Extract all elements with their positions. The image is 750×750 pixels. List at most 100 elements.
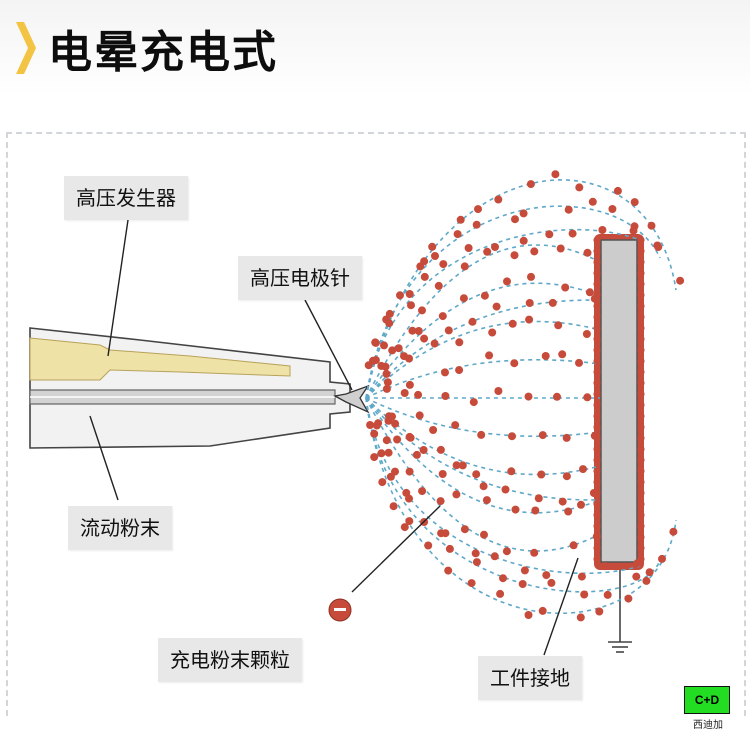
powder-particle (669, 527, 678, 536)
coating-particle (593, 280, 601, 288)
powder-particle (471, 549, 480, 558)
powder-particle (452, 461, 461, 470)
powder-particle (371, 338, 380, 347)
powder-particle (405, 290, 414, 298)
powder-particle (548, 298, 557, 307)
field-line (365, 320, 601, 399)
coating-particle (637, 269, 645, 277)
powder-particle (405, 380, 414, 389)
label-high-voltage-generator: 高压发生器 (64, 176, 188, 220)
powder-particle (580, 590, 589, 599)
field-line (365, 299, 599, 399)
powder-particle (383, 378, 392, 387)
coating-particle (593, 390, 601, 398)
powder-particle (385, 412, 393, 421)
powder-particle (441, 392, 450, 400)
field-line (365, 397, 599, 501)
label-grounded-workpiece: 工件接地 (478, 656, 582, 700)
powder-particle (415, 411, 424, 420)
high-voltage-generator-core (29, 337, 291, 381)
powder-particle (485, 351, 494, 360)
coating-particle (593, 302, 601, 310)
page-title: 电晕充电式 (48, 27, 278, 78)
coating-particle (593, 533, 601, 541)
powder-particle (511, 215, 519, 224)
powder-particle (469, 398, 478, 407)
powder-particle (391, 467, 399, 476)
powder-particle (460, 262, 469, 271)
powder-particle (575, 358, 583, 367)
ground-symbol (608, 570, 632, 653)
powder-particle (460, 525, 469, 534)
powder-particle (494, 387, 503, 395)
coating-particle (637, 401, 645, 409)
powder-particle (372, 421, 381, 430)
powder-particle (556, 244, 565, 253)
powder-particles (364, 170, 685, 622)
coating-particle (637, 445, 645, 453)
field-line (365, 397, 641, 575)
coating-particle (637, 236, 645, 244)
powder-particle (501, 485, 510, 494)
coating-particle (637, 379, 645, 387)
powder-particle (547, 578, 556, 587)
powder-particle (419, 446, 428, 454)
coating-particle (593, 368, 601, 376)
powder-particle (518, 580, 527, 588)
powder-particle (444, 566, 453, 575)
powder-particle (496, 589, 505, 598)
powder-particle (545, 230, 554, 239)
coating-particle (593, 324, 601, 332)
powder-particle (366, 421, 375, 429)
powder-particle (537, 470, 546, 479)
powder-particle (530, 548, 539, 557)
powder-particle (508, 319, 517, 328)
powder-particle (396, 291, 404, 300)
powder-particle (436, 497, 445, 506)
label-electrode-needle: 高压电极针 (238, 256, 362, 300)
coating-particle (593, 555, 601, 563)
coating-particle (637, 500, 645, 508)
powder-particle (441, 529, 450, 538)
powder-particle (418, 306, 426, 315)
powder-particle (436, 445, 445, 454)
coating-particle (593, 346, 601, 354)
powder-particle (524, 392, 533, 401)
powder-particle (577, 572, 586, 581)
powder-particle (519, 236, 528, 245)
powder-particle (541, 352, 550, 360)
coating-particle (593, 544, 601, 552)
field-line (365, 397, 601, 552)
coating-particle (637, 247, 645, 255)
leader-workpiece (543, 557, 579, 656)
powder-particle (569, 541, 578, 550)
powder-particle (525, 315, 534, 324)
powder-particle (520, 566, 529, 575)
powder-particle (562, 472, 571, 481)
coating-particle (637, 324, 645, 332)
powder-particle (428, 242, 437, 251)
header: 电晕充电式 (0, 0, 750, 96)
powder-particle (585, 288, 594, 297)
coating-particle (593, 456, 601, 464)
powder-particle (405, 467, 414, 476)
powder-particle (524, 611, 533, 619)
powder-particle (508, 432, 516, 441)
powder-particle (576, 613, 585, 622)
powder-particle (558, 350, 567, 359)
powder-particle (388, 346, 397, 355)
field-line (365, 179, 677, 399)
powder-particle (400, 352, 408, 361)
coating-particle (593, 313, 601, 321)
powder-particle (598, 226, 607, 234)
powder-particle (603, 590, 612, 599)
powder-particle (577, 500, 585, 509)
powder-particle (551, 170, 560, 179)
powder-particle (653, 241, 662, 250)
powder-particle (676, 276, 685, 285)
powder-particle (502, 547, 511, 556)
watermark-caption: 西迪加 (693, 720, 723, 731)
coating-particle (593, 335, 601, 343)
powder-particle (531, 506, 540, 515)
coating-particle (593, 247, 601, 255)
